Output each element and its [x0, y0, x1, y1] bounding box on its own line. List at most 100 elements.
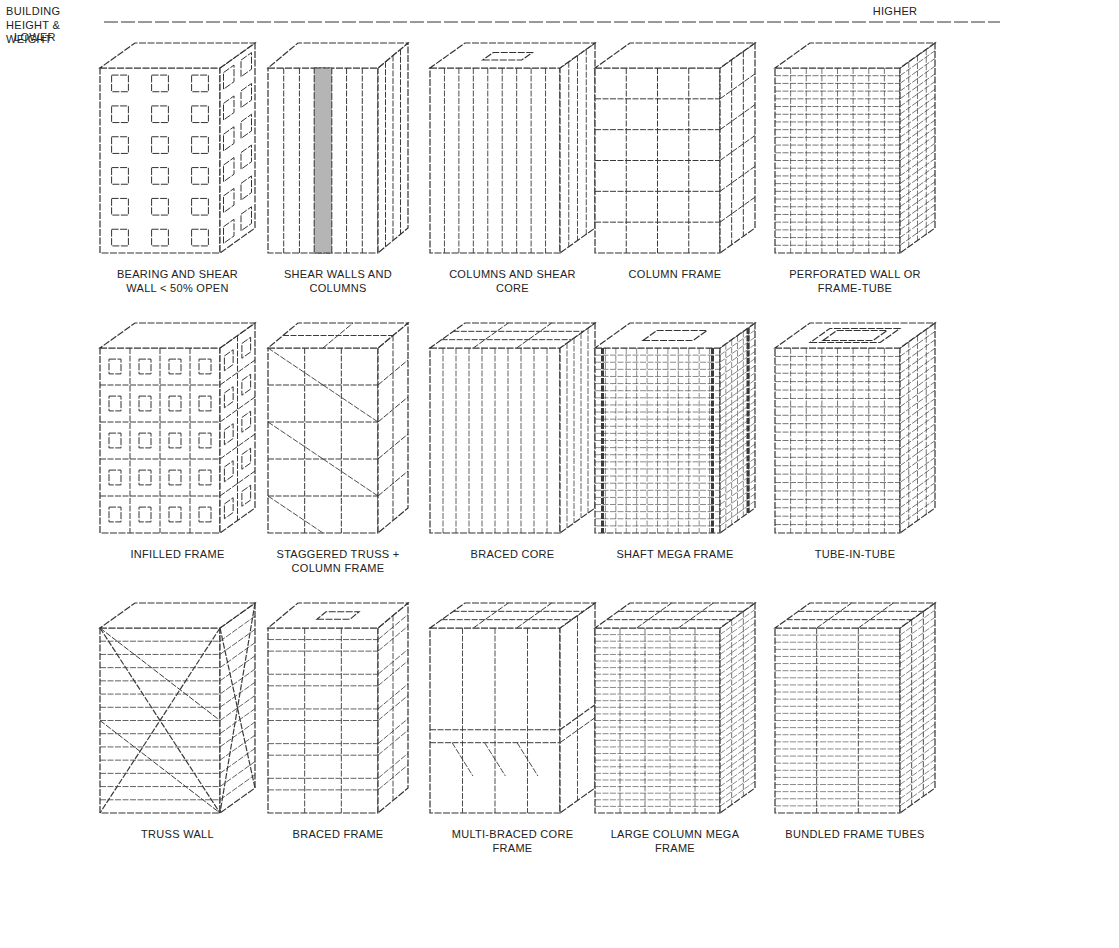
- column-line: [678, 348, 679, 533]
- floor-line: [560, 705, 595, 730]
- window: [139, 507, 151, 522]
- building-sketch: [268, 603, 408, 813]
- truss-diagonal: [100, 721, 220, 814]
- floor-line: [775, 692, 900, 693]
- floor-line: [220, 748, 255, 773]
- roof-face: [268, 323, 408, 348]
- column-line: [636, 348, 637, 533]
- column-line: [731, 60, 732, 245]
- column-line: [534, 348, 535, 533]
- floor-line: [268, 720, 378, 721]
- column-line: [821, 348, 822, 533]
- column-line: [670, 628, 671, 813]
- floor-line: [900, 745, 935, 770]
- roof-line: [442, 339, 572, 340]
- column-line: [917, 336, 918, 521]
- window: [112, 198, 129, 215]
- floor-line: [595, 740, 720, 741]
- window: [199, 433, 211, 448]
- floor-line: [900, 681, 935, 706]
- floor-line: [775, 777, 900, 778]
- roof-line: [453, 331, 583, 332]
- front-face: [775, 348, 900, 533]
- building-sketch: [595, 43, 755, 253]
- column-line: [884, 68, 885, 253]
- core-outline: [810, 329, 900, 343]
- axis-end-label: HIGHER: [860, 4, 930, 18]
- column-line: [884, 348, 885, 533]
- window: [242, 485, 251, 506]
- floor-line: [720, 676, 755, 701]
- front-face: [430, 348, 560, 533]
- floor-line: [595, 654, 720, 655]
- floor-line: [595, 713, 720, 714]
- window: [241, 145, 252, 169]
- column-line: [283, 68, 284, 253]
- floor-line: [720, 781, 755, 806]
- floor-line: [720, 755, 755, 780]
- column-line: [577, 616, 578, 801]
- floor-line: [775, 727, 900, 728]
- floor-line: [720, 649, 755, 674]
- floor-line: [775, 635, 900, 636]
- floor-line: [900, 696, 935, 721]
- truss-diagonal: [100, 628, 220, 813]
- building-sketch: [100, 43, 255, 253]
- column-line: [508, 348, 509, 533]
- roof-line: [442, 619, 572, 620]
- window: [169, 433, 181, 448]
- window: [139, 396, 151, 411]
- column-line: [456, 348, 457, 533]
- column-line: [917, 56, 918, 241]
- window: [224, 498, 233, 519]
- system-label: TUBE-IN-TUBE: [780, 547, 930, 561]
- floor-line: [595, 746, 720, 747]
- column-line: [709, 348, 710, 533]
- roof-face: [100, 323, 255, 348]
- window: [241, 53, 252, 77]
- column-line: [790, 348, 791, 533]
- floor-line: [775, 798, 900, 799]
- floor-line: [900, 703, 935, 728]
- column-line: [605, 348, 606, 533]
- window: [199, 359, 211, 374]
- brace-line: [452, 743, 473, 776]
- floor-line: [595, 786, 720, 787]
- floor-line: [595, 727, 720, 728]
- floor-line: [900, 760, 935, 785]
- roof-face: [595, 43, 755, 68]
- floor-line: [595, 799, 720, 800]
- window: [192, 168, 209, 185]
- system-label: PERFORATED WALL OR FRAME-TUBE: [780, 267, 930, 295]
- roof-line: [473, 603, 508, 628]
- window: [224, 424, 233, 445]
- column-line: [688, 348, 689, 533]
- column-line: [487, 68, 488, 253]
- column-line: [615, 348, 616, 533]
- roof-line: [607, 619, 732, 620]
- column-line: [816, 628, 817, 813]
- building-sketch: [100, 603, 255, 813]
- roof-line: [787, 619, 912, 620]
- column-line: [304, 628, 305, 813]
- floor-line: [268, 674, 378, 675]
- building-sketch: [100, 323, 255, 533]
- axis-end-label: LOWER: [14, 30, 74, 44]
- window: [109, 433, 121, 448]
- side-face: [560, 323, 595, 533]
- floor-line: [720, 662, 755, 687]
- floor-line: [900, 624, 935, 649]
- floor-line: [775, 791, 900, 792]
- floor-line: [775, 734, 900, 735]
- building-sketch: [775, 43, 935, 253]
- floor-line: [100, 422, 220, 423]
- floor-line: [720, 762, 755, 787]
- floor-line: [720, 610, 755, 635]
- floor-line: [720, 74, 755, 99]
- window: [152, 229, 169, 246]
- window: [139, 433, 151, 448]
- floor-line: [595, 753, 720, 754]
- roof-line: [637, 603, 672, 628]
- building-sketch: [595, 603, 755, 813]
- window: [169, 396, 181, 411]
